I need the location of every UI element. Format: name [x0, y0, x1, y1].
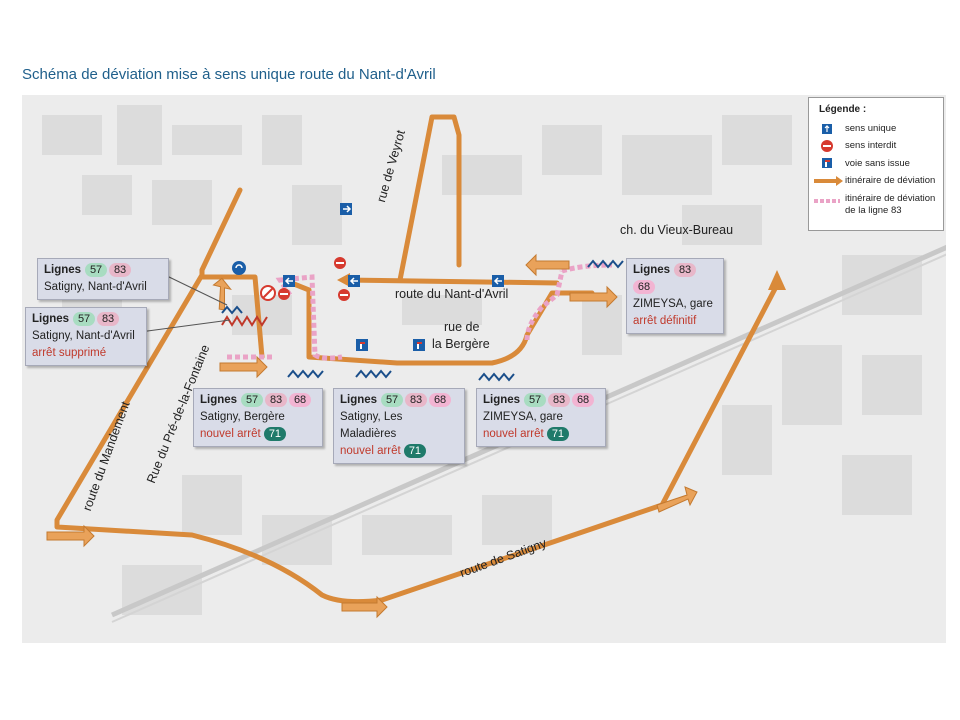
stop-status: nouvel arrêt [483, 428, 544, 440]
stop-name: Satigny, Les Maladières [340, 411, 403, 440]
stop-status: nouvel arrêt [200, 428, 261, 440]
legend-deviation: itinéraire de déviation [845, 175, 936, 186]
stop-heading: Lignes [340, 394, 378, 406]
bus-stop-markers [221, 259, 624, 382]
dead-end-signs [356, 339, 425, 351]
leader-lines [139, 275, 231, 333]
street-label-bergere-2: la Bergère [432, 337, 490, 351]
no-entry-signs [278, 257, 350, 301]
direction-arrows [46, 253, 698, 619]
stop-name: Satigny, Bergère [200, 411, 285, 423]
no-entry-icon [821, 140, 833, 152]
line-badge-83: 83 [109, 262, 132, 277]
stop-heading: Lignes [200, 394, 238, 406]
stop-name: Satigny, Nant-d'Avril [44, 281, 147, 293]
page-title: Schéma de déviation mise à sens unique r… [22, 66, 436, 83]
stop-heading: Lignes [633, 264, 671, 276]
line-badge-71: 71 [263, 426, 286, 441]
legend-dead-end: voie sans issue [845, 158, 910, 169]
stop-heading: Lignes [44, 264, 82, 276]
deviation-map[interactable]: rue de Veyrot ch. du Vieux-Bureau route … [22, 95, 946, 643]
map-canvas [42, 105, 946, 623]
stop-name: ZIMEYSA, gare [633, 298, 713, 310]
line-badge-83: 83 [548, 392, 571, 407]
stop-status: nouvel arrêt [340, 445, 401, 457]
stop-heading: Lignes [483, 394, 521, 406]
stop-status: arrêt définitif [633, 315, 697, 327]
line-badge-57: 57 [381, 392, 404, 407]
line-badge-68: 68 [633, 279, 655, 294]
line-badge-57: 57 [73, 311, 96, 326]
removed-stop-marker [221, 315, 268, 327]
legend: Légende : sens unique sens interdit voie… [808, 97, 944, 231]
deviation-arrowheads [337, 270, 786, 290]
line-badge-71: 71 [546, 426, 569, 441]
line-badge-83: 83 [405, 392, 428, 407]
stop-heading: Lignes [32, 313, 70, 325]
legend-title: Légende : [819, 104, 867, 115]
street-label-nant-davril: route du Nant-d'Avril [395, 287, 509, 301]
dead-end-icon [822, 158, 832, 168]
one-way-icon [822, 124, 832, 134]
one-way-signs [283, 203, 504, 287]
stop-status: arrêt supprimé [32, 347, 107, 359]
street-label-vieux-bureau: ch. du Vieux-Bureau [620, 223, 734, 237]
line-badge-68: 68 [289, 392, 312, 407]
building-blocks [42, 105, 922, 615]
line-badge-68: 68 [572, 392, 595, 407]
line-badge-83: 83 [97, 311, 120, 326]
deviation-arrow-icon [814, 176, 843, 186]
roundabout-sign [232, 261, 246, 275]
legend-one-way: sens unique [845, 123, 897, 134]
legend-line83-1: itinéraire de déviation [845, 193, 936, 204]
street-label-bergere-1: rue de [444, 320, 480, 334]
stop-name: Satigny, Nant-d'Avril [32, 330, 135, 342]
line-badge-68: 68 [429, 392, 452, 407]
line-badge-83: 83 [265, 392, 288, 407]
line-badge-57: 57 [85, 262, 108, 277]
legend-line83-2: de la ligne 83 [845, 205, 902, 216]
line-badge-71: 71 [403, 443, 426, 458]
line-badge-83: 83 [674, 262, 697, 277]
stop-name: ZIMEYSA, gare [483, 411, 563, 423]
no-left-turn-sign [260, 285, 276, 301]
legend-no-entry: sens interdit [845, 140, 897, 151]
line-badge-57: 57 [524, 392, 547, 407]
line-badge-57: 57 [241, 392, 264, 407]
